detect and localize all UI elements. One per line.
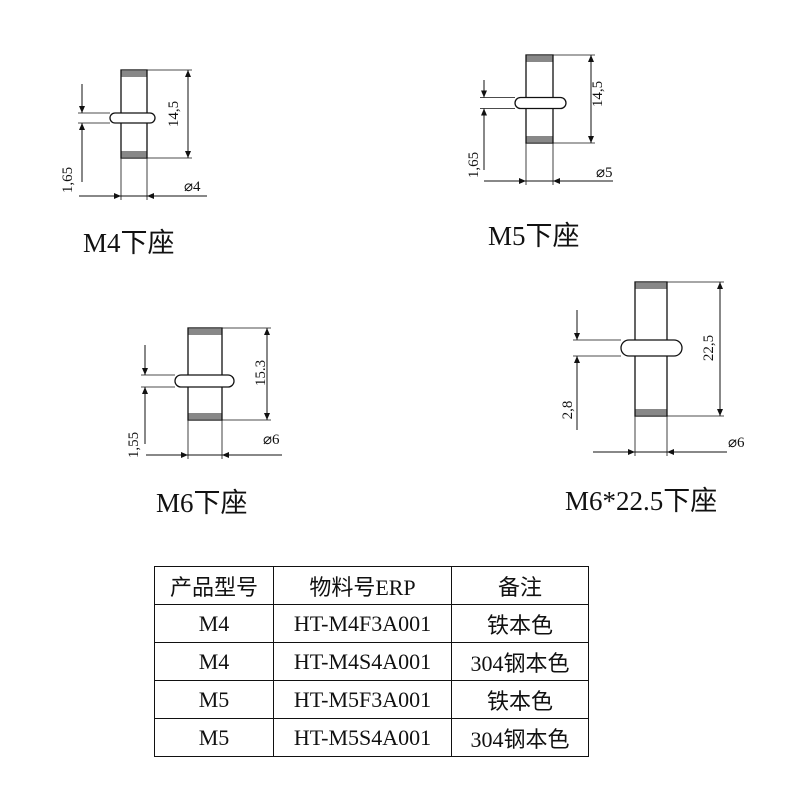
diameter-dimension-label: ⌀6: [263, 432, 280, 448]
offset-dimension-label: 1,65: [466, 152, 482, 178]
header-model: 产品型号: [154, 566, 274, 605]
cross-ring: [620, 339, 683, 357]
offset-dimension-label: 2,8: [560, 401, 576, 420]
header-erp: 物料号ERP: [273, 566, 452, 605]
cell-remark: 铁本色: [451, 604, 589, 643]
diameter-dimension-label: ⌀5: [596, 165, 613, 181]
cell-remark: 304钢本色: [451, 642, 589, 681]
cross-ring: [514, 96, 567, 110]
height-dimension-label: 14,5: [166, 101, 182, 127]
cell-model: M5: [154, 680, 274, 719]
cell-remark: 304钢本色: [451, 718, 589, 757]
offset-dimension-label: 1,55: [126, 432, 142, 458]
table-row: M5 HT-M5F3A001 铁本色: [154, 680, 589, 719]
diameter-dimension-label: ⌀4: [184, 179, 201, 195]
table-row: M5 HT-M5S4A001 304钢本色: [154, 718, 589, 757]
drawing-m6l: 22,5 2,8 ⌀6M6*22.5下座: [560, 281, 745, 516]
cell-erp: HT-M4S4A001: [273, 642, 452, 681]
cell-model: M5: [154, 718, 274, 757]
table-header-row: 产品型号 物料号ERP 备注: [154, 566, 589, 605]
height-dimension-label: 22,5: [701, 335, 717, 361]
height-dimension-label: 15.3: [253, 360, 269, 386]
drawing-caption: M5下座: [488, 221, 580, 251]
cross-ring: [174, 374, 235, 388]
offset-dimension-label: 1,65: [60, 167, 76, 193]
spec-table: 产品型号 物料号ERP 备注 M4 HT-M4F3A001 铁本色 M4 HT-…: [154, 566, 589, 757]
drawing-caption: M6下座: [156, 488, 248, 518]
table-row: M4 HT-M4S4A001 304钢本色: [154, 642, 589, 681]
cell-erp: HT-M5S4A001: [273, 718, 452, 757]
cell-erp: HT-M4F3A001: [273, 604, 452, 643]
pin-body: [187, 327, 223, 421]
cross-ring: [109, 112, 156, 124]
height-dimension-label: 14,5: [590, 81, 606, 107]
cell-erp: HT-M5F3A001: [273, 680, 452, 719]
cell-model: M4: [154, 604, 274, 643]
drawing-caption: M4下座: [83, 228, 175, 258]
cell-remark: 铁本色: [451, 680, 589, 719]
cell-model: M4: [154, 642, 274, 681]
drawing-caption: M6*22.5下座: [565, 486, 717, 516]
table-row: M4 HT-M4F3A001 铁本色: [154, 604, 589, 643]
header-remark: 备注: [451, 566, 589, 605]
diameter-dimension-label: ⌀6: [728, 435, 745, 451]
